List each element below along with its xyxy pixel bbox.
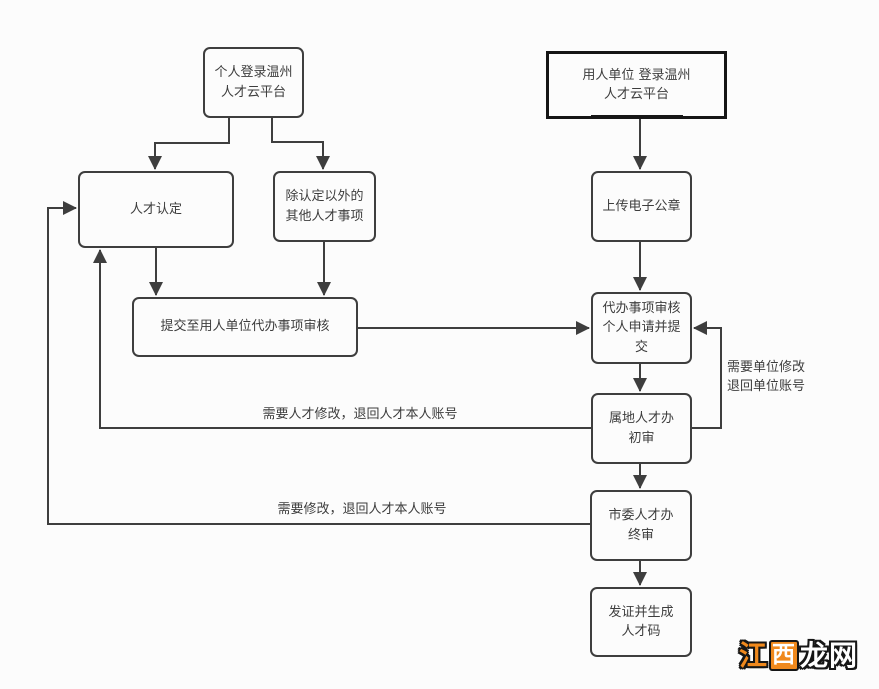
node-talent-identification-label: 人才认定	[129, 201, 182, 217]
edge-label-return-to-talent-final: 需要修改，退回人才本人账号	[277, 502, 447, 517]
edge-personal-to-other-matters	[271, 118, 330, 170]
node-final-review: 市委人才办 终审	[590, 490, 692, 561]
node-agency-review-label: 代办事项审核 个人申请并提 交	[602, 300, 681, 355]
edge-label-return-to-unit: 需要单位修改 退回单位账号	[727, 360, 806, 394]
edge-return-to-unit	[692, 321, 722, 429]
edge-personal-to-identification	[148, 118, 230, 170]
node-upload-seal-label: 上传电子公章	[602, 198, 681, 214]
node-local-review: 属地人才办 初审	[591, 393, 692, 464]
node-personal-login-label: 个人登录温州 人才云平台	[214, 65, 293, 100]
node-employer-login-label: 用人单位 登录温州 人才云平台	[582, 67, 691, 103]
watermark-jiangxi-longwang: 江西龙网	[739, 640, 858, 671]
node-personal-login: 个人登录温州 人才云平台	[203, 47, 304, 118]
edge-label-return-to-talent-local: 需要人才修改，退回人才本人账号	[262, 407, 458, 422]
node-employer-login: 用人单位 登录温州 人才云平台	[546, 51, 727, 119]
node-other-matters-label: 除认定以外的 其他人才事项	[285, 189, 364, 224]
node-issue-code-label: 发证并生成 人才码	[608, 604, 674, 640]
node-talent-identification: 人才认定	[78, 171, 234, 248]
watermark-char-xi: 西	[769, 640, 800, 671]
watermark-char-jiang: 江	[739, 638, 769, 672]
employer-login-underline	[590, 115, 683, 118]
node-local-review-label: 属地人才办 初审	[608, 411, 674, 446]
node-upload-seal: 上传电子公章	[591, 171, 692, 242]
node-submit-agency-review: 提交至用人单位代办事项审核	[132, 297, 358, 357]
node-other-matters: 除认定以外的 其他人才事项	[273, 171, 376, 242]
node-final-review-label: 市委人才办 终审	[608, 508, 674, 543]
watermark-chars-longwang: 龙网	[800, 638, 859, 672]
node-agency-review: 代办事项审核 个人申请并提 交	[591, 292, 692, 364]
edge-return-to-talent-from-final	[47, 201, 590, 525]
edge-return-to-talent-from-local	[93, 249, 591, 429]
node-submit-agency-review-label: 提交至用人单位代办事项审核	[160, 319, 330, 335]
node-issue-code: 发证并生成 人才码	[590, 587, 692, 657]
